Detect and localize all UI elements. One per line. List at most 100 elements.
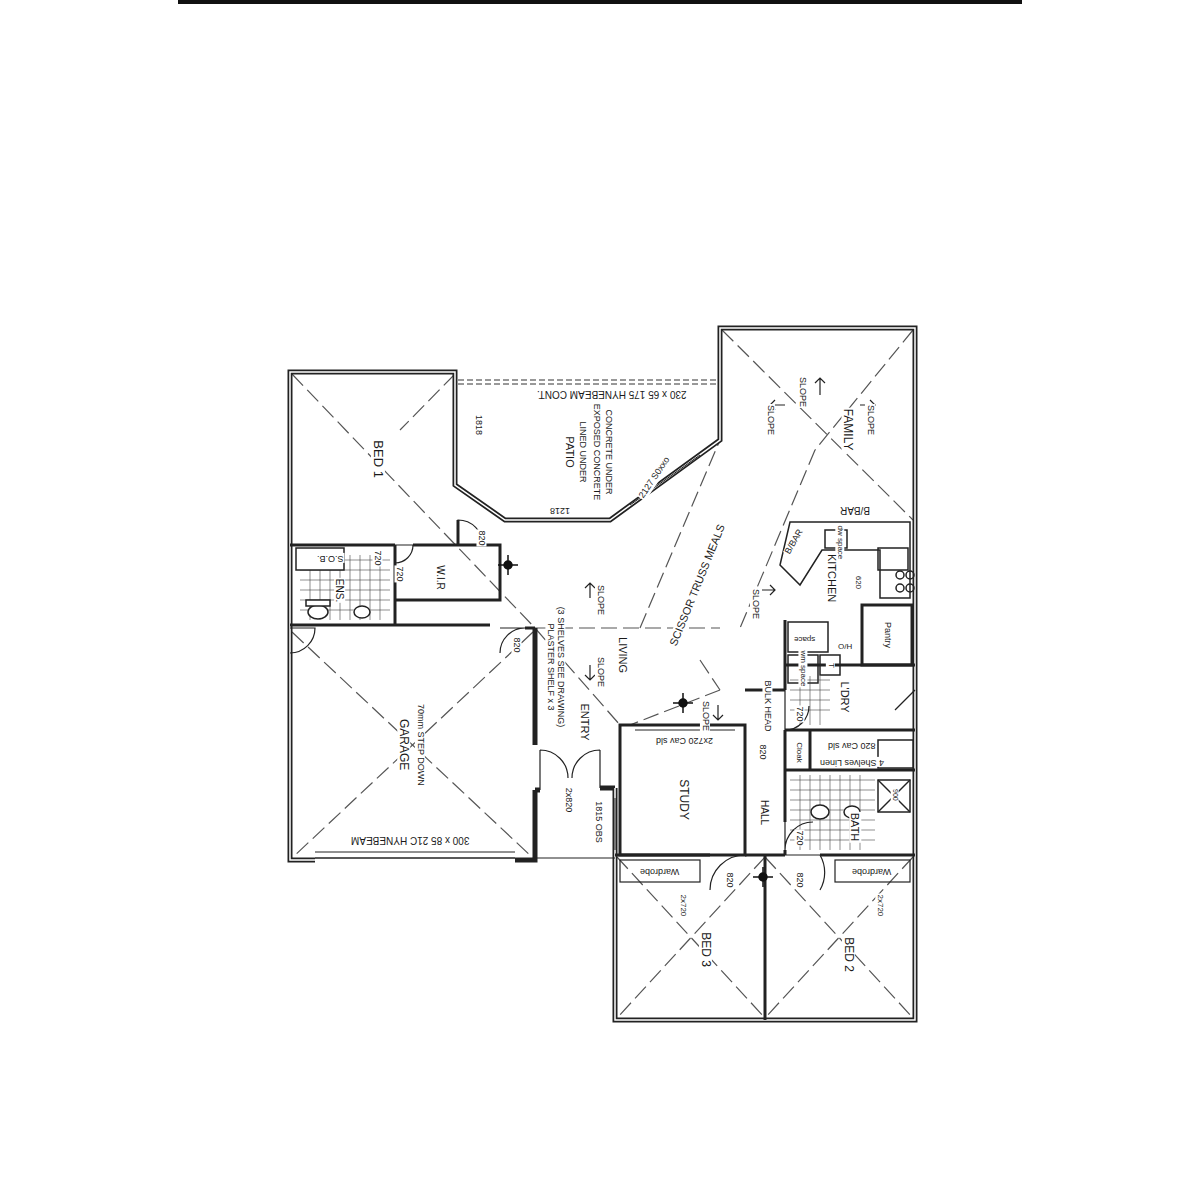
slider-line: [630, 455, 700, 505]
plan-label: SLOPE: [700, 700, 710, 732]
interior-wall: [615, 854, 710, 857]
interior-wall: [785, 729, 915, 732]
plan-label: 2x720 Cav sld: [655, 735, 714, 745]
slope-arrow: [815, 378, 825, 395]
bench: [780, 522, 910, 598]
interior-wall: [394, 545, 397, 625]
roof-hip-line: [292, 632, 533, 858]
fixture: [878, 780, 910, 812]
door-swing: [895, 690, 915, 710]
plan-label: 820: [512, 636, 522, 653]
plan-label: LIVING: [617, 636, 629, 674]
plan-label: 2x720: [679, 893, 688, 917]
plan-label: L'DRY: [839, 680, 851, 713]
roof-hip-line: [765, 857, 913, 1018]
plan-label: 820: [758, 743, 768, 760]
plan-label: BED 3: [698, 932, 711, 969]
door-swing: [290, 520, 915, 890]
plan-label: 4 Shelves Linen: [819, 757, 885, 767]
plan-label: wm space: [799, 649, 808, 687]
bench: [896, 584, 904, 592]
plan-label: EXPOSED CONCRETE: [591, 403, 601, 502]
plan-label: SLOPE: [595, 584, 605, 616]
plan-label: Cloak: [794, 741, 803, 763]
plan-label: 900: [891, 788, 899, 802]
slope-arrow: [585, 378, 875, 720]
plan-label: ENS.: [335, 577, 346, 602]
slope-arrow: [585, 583, 595, 598]
plan-label: S.O.B.: [316, 553, 345, 563]
bench: [820, 655, 840, 675]
interior-wall: [290, 520, 915, 1020]
plan-label: ENTRY: [579, 702, 591, 741]
plan-label: Wardrobe: [639, 866, 680, 876]
plan-label: Wardrobe: [851, 866, 892, 876]
plan-label: BED 2: [841, 937, 854, 974]
outer-wall: [533, 628, 538, 745]
garage-door: [315, 857, 515, 859]
patio-beam: [458, 384, 722, 385]
plan-label: CONCRETE UNDER: [604, 408, 614, 495]
plan-label: SLOPE: [865, 404, 875, 436]
door-swing: [785, 822, 813, 850]
door-swing: [500, 628, 525, 653]
outer-wall: [290, 328, 915, 1020]
plan-label: 2x820: [563, 787, 573, 814]
door-swing: [710, 855, 745, 890]
roof-hip-line: [617, 857, 765, 1018]
plan-label: PATIO: [564, 435, 576, 468]
door-swing: [395, 545, 413, 563]
plan-label: space: [793, 634, 816, 643]
outer-wall: [600, 786, 615, 791]
wall-cavity: [290, 328, 915, 1020]
wall-cavity: [290, 328, 915, 1020]
window: [615, 798, 616, 850]
roof-hip-line: [722, 330, 913, 520]
wardrobe: [835, 860, 910, 882]
plan-label: 720: [395, 565, 405, 582]
roof-hip-line: [400, 374, 455, 430]
interior-wall: [820, 854, 915, 857]
porch-edge: [535, 857, 615, 858]
plan-label: 820: [795, 871, 805, 888]
sliding-door: [635, 730, 735, 731]
slope-arrow: [713, 705, 723, 720]
outer-wall: [515, 790, 535, 860]
plan-label: BATH: [849, 812, 861, 843]
plan-label: 2x720: [876, 893, 885, 917]
plan-label: 1218: [549, 505, 571, 515]
interior-wall: [784, 620, 787, 690]
plan-label: (3 SHELVES SEE DRAWING) PLASTER SHELF x …: [545, 604, 565, 731]
plan-label: 1815 OBS: [593, 800, 603, 844]
bench: [896, 571, 904, 579]
plan-label: B/BAR: [839, 505, 871, 516]
plan-label: SLOPE: [750, 588, 760, 620]
plan-label: GARAGE: [397, 718, 410, 771]
interior-wall: [290, 624, 490, 627]
slope-arrow: [762, 585, 775, 595]
door-swing: [785, 690, 809, 730]
fixture: [296, 548, 344, 570]
plan-label: 70mm STEP DOWN: [415, 703, 425, 787]
plan-label: BULK HEAD: [763, 679, 773, 732]
door-swing: [785, 855, 825, 890]
plan-label: B/BAR: [783, 527, 806, 557]
interior-wall: [784, 850, 787, 855]
garage-door: [315, 852, 515, 853]
plan-label: STUDY: [676, 779, 689, 822]
top-bar: [178, 0, 1022, 4]
interior-wall: [620, 725, 745, 855]
door-swing: [540, 750, 600, 790]
plan-label: 300 x 85 21C HYNEBEAM: [350, 835, 470, 846]
plan-label: 820: [477, 529, 487, 546]
fixture: [878, 780, 910, 812]
plan-label: 1818: [473, 414, 483, 436]
plan-label: 820: [725, 871, 735, 888]
bench: [906, 571, 914, 579]
fixture: [308, 605, 328, 619]
interior-wall: [525, 627, 535, 630]
bench: [878, 548, 908, 570]
light-point: [498, 555, 773, 887]
light-point: [498, 555, 518, 575]
